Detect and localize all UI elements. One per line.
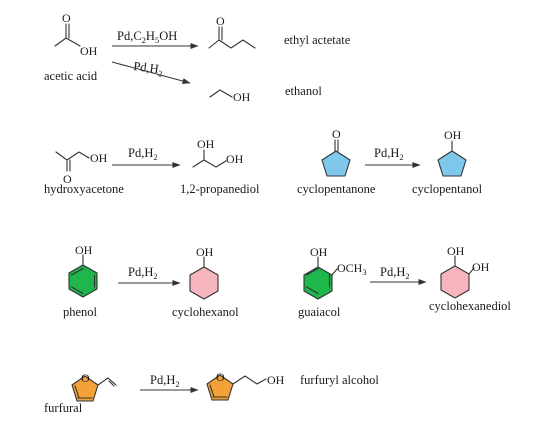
reaction3-reagent: Pd,H2 [374, 146, 404, 162]
cyclohexanediol-label: cyclohexanediol [429, 299, 511, 313]
ethanol-structure: OH [209, 89, 251, 104]
ethyl-acetate-label: ethyl actetate [284, 33, 351, 47]
propanediol-oh-2: OH [226, 152, 244, 166]
guaiacol-structure: OH OCH3 [303, 245, 367, 300]
acetic-acid-label: acetic acid [44, 69, 98, 83]
guaiacol-oh: OH [310, 245, 328, 259]
acetic-acid-carbonyl-o: O [62, 11, 71, 25]
benzene-ring-2 [303, 266, 333, 300]
ethyl-acetate-structure: O [208, 14, 256, 49]
propanediol-oh-1: OH [197, 137, 215, 151]
furan-ring-1 [71, 375, 99, 402]
ethanol-oh: OH [233, 90, 251, 104]
propanediol-label: 1,2-propanediol [180, 182, 260, 196]
cyclohexanediol-oh-1: OH [447, 244, 465, 258]
cyclopentane-ring-2 [437, 150, 467, 177]
furfuryl-alcohol-label: furfuryl alcohol [300, 373, 379, 387]
cyclohexanol-oh: OH [196, 245, 214, 259]
reaction6-reagent: Pd,H2 [150, 373, 180, 389]
phenol-label: phenol [63, 305, 98, 319]
benzene-ring-1 [68, 264, 98, 298]
furfural-structure: O [71, 371, 117, 402]
cyclohexanol-structure: OH [189, 245, 219, 300]
cyclopentane-ring-1 [321, 150, 351, 177]
cyclopentanol-label: cyclopentanol [412, 182, 483, 196]
cyclopentanol-oh: OH [444, 128, 462, 142]
cyclopentanone-label: cyclopentanone [297, 182, 376, 196]
furfuryl-oh: OH [267, 373, 285, 387]
furan-ring-2 [206, 374, 234, 401]
cyclohexane-ring-1 [189, 266, 219, 300]
furfuryl-ring-o: O [216, 370, 225, 384]
propanediol-structure: OH OH [192, 137, 244, 168]
cyclohexanediol-oh-2: OH [472, 260, 490, 274]
cyclopentanone-structure: O [321, 127, 351, 177]
reaction2-reagent: Pd,H2 [128, 146, 158, 162]
ethyl-acetate-carbonyl-o: O [216, 14, 225, 28]
furfural-label: furfural [44, 401, 83, 415]
arrow2 [111, 61, 191, 84]
reaction5-reagent: Pd,H2 [380, 265, 410, 281]
cyclohexane-ring-2 [440, 265, 470, 299]
guaiacol-label: guaiacol [298, 305, 341, 319]
cyclopentanone-o: O [332, 127, 341, 141]
phenol-oh: OH [75, 243, 93, 257]
cyclohexanediol-structure: OH OH [440, 244, 490, 299]
hydroxyacetone-label: hydroxyacetone [44, 182, 124, 196]
hydroxyacetone-oh: OH [90, 151, 108, 165]
hydroxyacetone-carbonyl-o: O [63, 172, 72, 186]
furfuryl-alcohol-structure: O OH [206, 370, 285, 401]
ethanol-label: ethanol [285, 84, 322, 98]
cyclohexanol-label: cyclohexanol [172, 305, 239, 319]
phenol-structure: OH [68, 243, 98, 298]
cyclopentanol-structure: OH [437, 128, 467, 177]
acetic-acid-oh: OH [80, 44, 98, 58]
arrow1-reagent: Pd,C2H5OH [117, 29, 177, 45]
acetic-acid-structure: O OH [54, 11, 98, 58]
reaction4-reagent: Pd,H2 [128, 265, 158, 281]
hydroxyacetone-structure: O OH [55, 151, 108, 186]
furfural-ring-o: O [81, 371, 90, 385]
guaiacol-methoxy: OCH3 [337, 261, 367, 277]
